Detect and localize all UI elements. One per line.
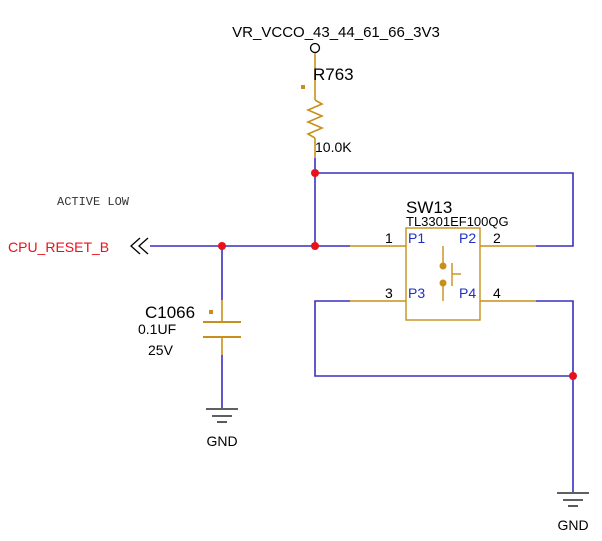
ground-label-right: GND <box>557 517 588 533</box>
resistor-zigzag <box>305 99 325 139</box>
connector-chevron-2 <box>138 237 149 255</box>
wire-loop-pin3 <box>314 300 573 377</box>
ground-symbol-cap <box>206 408 238 423</box>
capacitor-value: 0.1UF <box>138 321 176 337</box>
switch-pin2-name: P2 <box>459 230 476 246</box>
reset-net-label: CPU_RESET_B <box>8 239 109 255</box>
switch-contact-top <box>439 262 447 270</box>
switch-pin1-name: P1 <box>408 230 425 246</box>
switch-refdes: SW13 <box>406 198 452 217</box>
wire-gnd-right <box>536 300 574 492</box>
junction-dot-reset-node <box>311 242 319 250</box>
resistor-r763: R763 10.0K <box>301 53 354 158</box>
resistor-refdes: R763 <box>313 65 354 84</box>
power-port-circle <box>309 42 321 54</box>
switch-pin4-number: 4 <box>493 285 501 301</box>
resistor-value: 10.0K <box>315 139 352 155</box>
power-symbol: VR_VCCO_43_44_61_66_3V3 <box>232 24 440 54</box>
switch-pin1-number: 1 <box>385 230 393 246</box>
connector-chevron-1 <box>130 237 141 255</box>
ground-label-cap: GND <box>206 433 237 449</box>
switch-pin4-name: P4 <box>459 285 476 301</box>
power-net-label: VR_VCCO_43_44_61_66_3V3 <box>232 24 440 41</box>
switch-pin3-number: 3 <box>385 285 393 301</box>
switch-part-number: TL3301EF100QG <box>406 214 509 229</box>
capacitor-c1066: C1066 0.1UF 25V <box>138 300 241 358</box>
junction-dot-gnd-right <box>569 372 577 380</box>
off-page-connector-icon <box>130 237 149 255</box>
junctions <box>218 169 577 380</box>
wire-loop-pin2 <box>315 172 574 247</box>
switch-pin3-name: P3 <box>408 285 425 301</box>
capacitor-refdes: C1066 <box>145 303 195 322</box>
active-low-note: ACTIVE LOW <box>57 195 130 209</box>
capacitor-voltage: 25V <box>148 342 174 358</box>
switch-body <box>405 227 481 321</box>
ground-symbol-right <box>557 492 589 507</box>
switch-pin2-number: 2 <box>493 230 501 246</box>
junction-dot-cap <box>218 242 226 250</box>
resistor-pin1-marker <box>301 85 305 89</box>
junction-dot-resistor-loop <box>311 169 319 177</box>
switch-contact-bottom <box>439 279 447 287</box>
capacitor-pin1-marker <box>209 310 213 314</box>
switch-sw13: SW13 TL3301EF100QG 1 P1 P2 2 3 P3 P4 4 <box>350 198 536 321</box>
